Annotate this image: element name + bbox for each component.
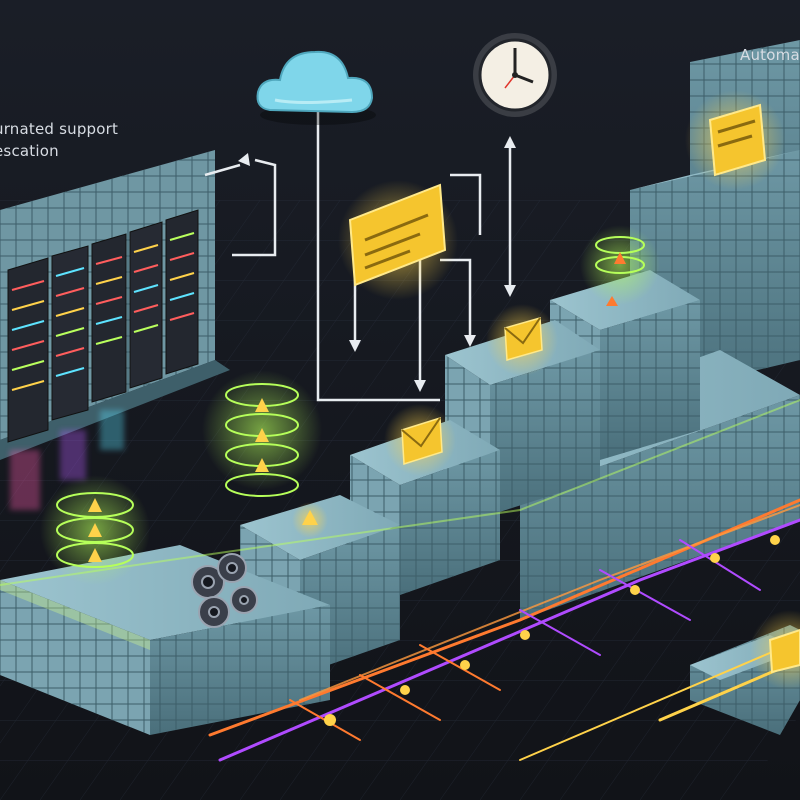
warning-icon	[292, 502, 328, 538]
data-stack-center	[202, 370, 322, 497]
alert-panel-main	[338, 180, 458, 300]
server-rack-icon	[7, 209, 199, 443]
left-caption-line1: urnated support	[0, 120, 119, 138]
gear-icon	[191, 553, 258, 628]
cloud-icon	[256, 50, 376, 125]
floor-reflection	[10, 410, 124, 510]
alert-panel-top-right	[685, 90, 785, 190]
clock-icon	[473, 33, 557, 117]
envelope-icon-2	[384, 404, 456, 476]
envelope-icon	[486, 304, 558, 376]
data-stack-left	[40, 475, 150, 585]
circuit-warning-nodes	[324, 535, 780, 726]
arrow-heads	[238, 136, 516, 392]
alert-panel-bottom-right	[750, 610, 800, 690]
data-stack-top	[580, 225, 660, 306]
left-caption-line2: escation	[0, 142, 59, 160]
left-caption: urnated support escation	[0, 118, 118, 162]
right-caption: Automat	[740, 46, 800, 64]
step-blocks	[0, 270, 700, 735]
